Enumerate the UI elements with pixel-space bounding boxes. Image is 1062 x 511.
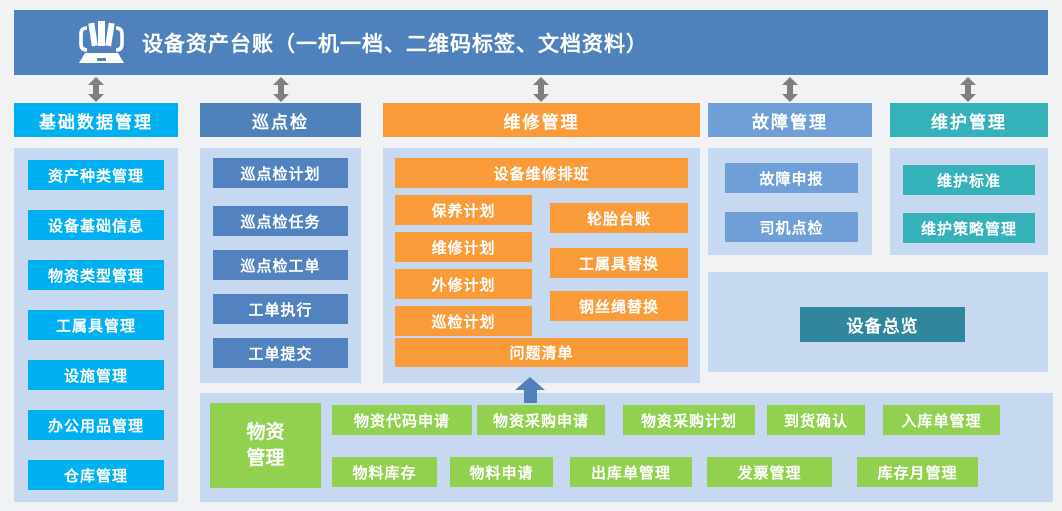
button-patrol-plan[interactable]: 巡检计划 — [395, 306, 532, 336]
double-arrow-icon — [88, 77, 104, 102]
header-basic-data-mgmt[interactable]: 基础数据管理 — [14, 103, 178, 137]
button-workorder-submit[interactable]: 工单提交 — [213, 338, 348, 368]
header-patrol-inspection[interactable]: 巡点检 — [200, 103, 361, 137]
button-monthly-inventory-mgmt[interactable]: 库存月管理 — [857, 457, 978, 487]
button-workorder-execute[interactable]: 工单执行 — [213, 294, 348, 324]
header-upkeep-mgmt[interactable]: 维护管理 — [890, 103, 1048, 137]
button-upkeep-standard[interactable]: 维护标准 — [903, 165, 1035, 195]
button-facility-mgmt[interactable]: 设施管理 — [28, 360, 164, 390]
banner-title: 设备资产台账（一机一档、二维码标签、文档资料） — [142, 32, 648, 56]
button-equipment-overview[interactable]: 设备总览 — [800, 307, 965, 342]
double-arrow-icon — [533, 77, 549, 102]
button-tooling-replacement[interactable]: 工属具替换 — [550, 248, 688, 278]
button-material-type-mgmt[interactable]: 物资类型管理 — [28, 260, 164, 290]
header-repair-mgmt[interactable]: 维修管理 — [383, 103, 700, 137]
button-wire-rope-replacement[interactable]: 钢丝绳替换 — [550, 291, 688, 321]
button-tire-ledger[interactable]: 轮胎台账 — [550, 203, 688, 233]
button-material-code-request[interactable]: 物资代码申请 — [332, 405, 472, 435]
button-inspection-task[interactable]: 巡点检任务 — [213, 206, 348, 236]
button-warehouse-mgmt[interactable]: 仓库管理 — [28, 460, 164, 490]
button-tooling-mgmt[interactable]: 工属具管理 — [28, 310, 164, 340]
button-inspection-workorder[interactable]: 巡点检工单 — [213, 250, 348, 280]
button-maintenance-plan[interactable]: 保养计划 — [395, 195, 532, 225]
button-repair-plan[interactable]: 维修计划 — [395, 232, 532, 262]
laptop-books-icon — [74, 19, 128, 67]
button-arrival-confirmation[interactable]: 到货确认 — [767, 405, 865, 435]
button-upkeep-strategy-mgmt[interactable]: 维护策略管理 — [903, 213, 1035, 243]
up-arrow-icon — [515, 377, 545, 403]
button-material-purchase-plan[interactable]: 物资采购计划 — [623, 405, 755, 435]
materials-mgmt-block[interactable]: 物资管理 — [210, 403, 321, 488]
button-external-repair-plan[interactable]: 外修计划 — [395, 269, 532, 299]
button-office-supplies-mgmt[interactable]: 办公用品管理 — [28, 410, 164, 440]
banner: 设备资产台账（一机一档、二维码标签、文档资料） — [14, 10, 1048, 75]
button-equipment-basic-info[interactable]: 设备基础信息 — [28, 210, 164, 240]
button-material-purchase-request[interactable]: 物资采购申请 — [477, 405, 605, 435]
header-fault-mgmt[interactable]: 故障管理 — [708, 103, 872, 137]
button-fault-report[interactable]: 故障申报 — [725, 163, 858, 193]
button-driver-check[interactable]: 司机点检 — [725, 212, 858, 242]
button-invoice-mgmt[interactable]: 发票管理 — [707, 457, 832, 487]
button-inspection-plan[interactable]: 巡点检计划 — [213, 158, 348, 188]
button-problem-list[interactable]: 问题清单 — [395, 338, 688, 367]
button-material-request[interactable]: 物料申请 — [450, 457, 553, 487]
double-arrow-icon — [782, 77, 798, 102]
button-inbound-order-mgmt[interactable]: 入库单管理 — [883, 405, 1000, 435]
button-asset-type-mgmt[interactable]: 资产种类管理 — [28, 160, 164, 190]
double-arrow-icon — [273, 77, 289, 102]
materials-mgmt-label: 物资管理 — [246, 421, 285, 469]
double-arrow-icon — [960, 77, 976, 102]
button-material-inventory[interactable]: 物料库存 — [332, 457, 437, 487]
button-repair-scheduling[interactable]: 设备维修排班 — [395, 158, 688, 188]
button-outbound-order-mgmt[interactable]: 出库单管理 — [570, 457, 692, 487]
